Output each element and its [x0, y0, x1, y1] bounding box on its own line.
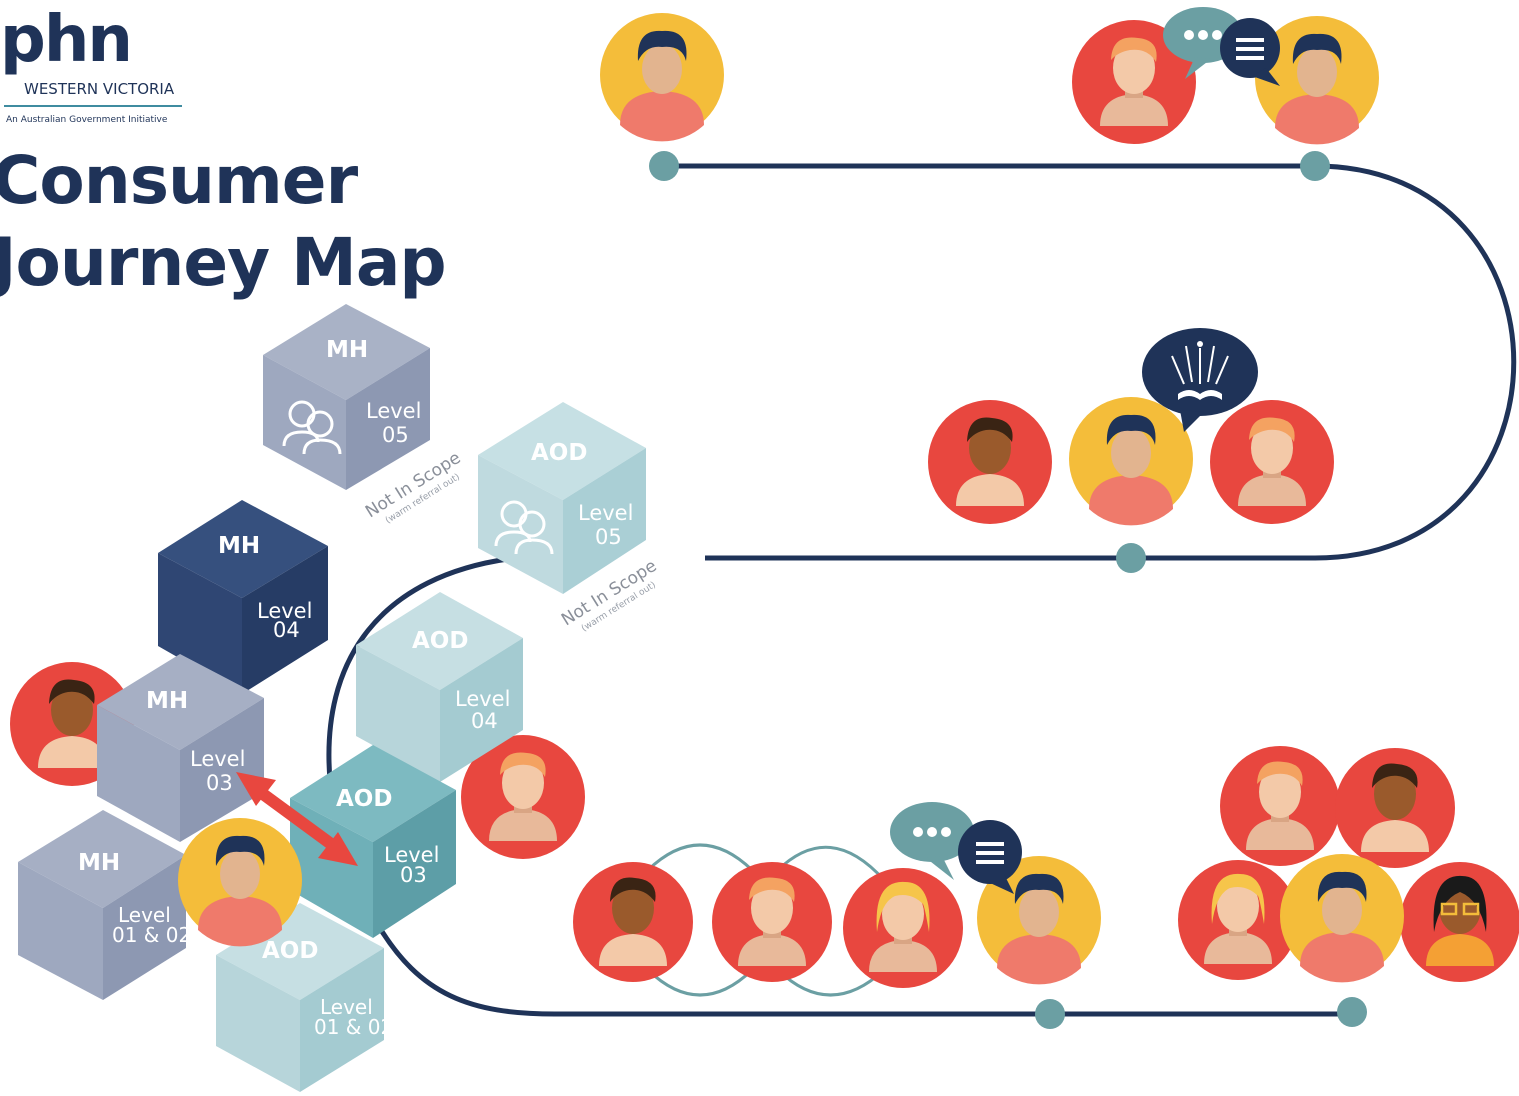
path-marker	[1300, 151, 1330, 181]
logo-region: WESTERN VICTORIA	[24, 80, 175, 98]
celebration-book-icon	[1142, 328, 1258, 432]
cube-aod-level-01-02: AOD Level 01 & 02	[216, 903, 393, 1092]
cube-level-number: 05	[382, 423, 409, 447]
person-avatar	[461, 735, 585, 859]
consumer-avatar	[1255, 16, 1379, 145]
path-marker	[649, 151, 679, 181]
consumer-avatar	[1069, 397, 1193, 526]
cube-level-number: 01 & 02	[314, 1015, 393, 1039]
person-avatar	[1072, 20, 1196, 144]
cube-service-label: MH	[326, 337, 368, 363]
cube-level-word: Level	[257, 599, 312, 623]
journey-path-bottom	[375, 923, 1352, 1017]
title-line-2: Journey Map	[0, 224, 447, 301]
logo-divider	[4, 105, 182, 107]
cube-level-number: 04	[273, 618, 300, 642]
path-marker	[1116, 543, 1146, 573]
cube-service-label: AOD	[262, 938, 318, 964]
cube-service-label: MH	[146, 688, 188, 714]
path-marker	[1337, 997, 1367, 1027]
cube-level-number: 03	[400, 863, 427, 887]
cube-level-number: 01 & 02	[112, 923, 191, 947]
cube-level-number: 03	[206, 771, 233, 795]
logo-initiative: An Australian Government Initiative	[6, 115, 168, 125]
cube-level-word: Level	[320, 995, 373, 1019]
speech-bubble-icon	[890, 802, 974, 880]
person-avatar	[1400, 862, 1519, 982]
cube-aod-level-04: AOD Level 04	[356, 592, 523, 782]
cube-level-word: Level	[578, 501, 633, 525]
cube-mh-level-01-02: MH Level 01 & 02	[18, 810, 191, 1000]
consumer-avatar	[600, 13, 724, 142]
chat-lines-icon	[1220, 18, 1280, 86]
phn-logo: phn WESTERN VICTORIA An Australian Gover…	[0, 8, 260, 133]
cube-service-label: AOD	[412, 628, 468, 654]
cube-mh-level-04: MH Level 04	[158, 500, 328, 694]
person-avatar	[1210, 400, 1334, 524]
people-icon	[282, 400, 342, 455]
double-arrow-icon	[236, 772, 358, 866]
cube-level-word: Level	[366, 399, 421, 423]
title-line-1: Consumer	[0, 142, 358, 219]
page-title: Consumer Journey Map	[0, 140, 447, 304]
consumer-avatar	[178, 818, 302, 947]
cube-level-number: 04	[471, 709, 498, 733]
cube-mh-level-05: MH Level 05 Not In Scope (warm referral …	[263, 304, 464, 526]
logo-wordmark: phn	[0, 3, 133, 77]
cube-level-word: Level	[190, 747, 245, 771]
cube-aod-level-05: AOD Level 05 Not In Scope (warm referral…	[478, 402, 660, 634]
path-marker	[1035, 999, 1065, 1029]
person-avatar	[843, 868, 963, 988]
cube-service-label: AOD	[336, 786, 392, 812]
person-avatar	[1220, 746, 1340, 866]
person-avatar	[573, 862, 693, 982]
cube-level-word: Level	[118, 903, 171, 927]
cube-service-label: MH	[218, 533, 260, 559]
chat-lines-icon	[958, 820, 1022, 894]
cube-aod-level-03: AOD Level 03	[290, 745, 456, 938]
person-avatar	[1178, 860, 1298, 980]
cube-level-word: Level	[384, 843, 439, 867]
cube-service-label: MH	[78, 850, 120, 876]
person-avatar	[1335, 748, 1455, 868]
journey-path	[664, 163, 1517, 561]
cube-level-word: Level	[455, 687, 510, 711]
consumer-avatar	[1280, 854, 1404, 983]
cube-mh-level-03: MH Level 03	[97, 654, 264, 842]
people-icon	[494, 500, 554, 555]
cube-service-label: AOD	[531, 440, 587, 466]
person-avatar	[712, 862, 832, 982]
cycle-arrows-icon	[646, 843, 886, 997]
cube-level-number: 05	[595, 525, 622, 549]
journey-path-inner-arc	[326, 555, 516, 781]
person-avatar	[928, 400, 1052, 524]
